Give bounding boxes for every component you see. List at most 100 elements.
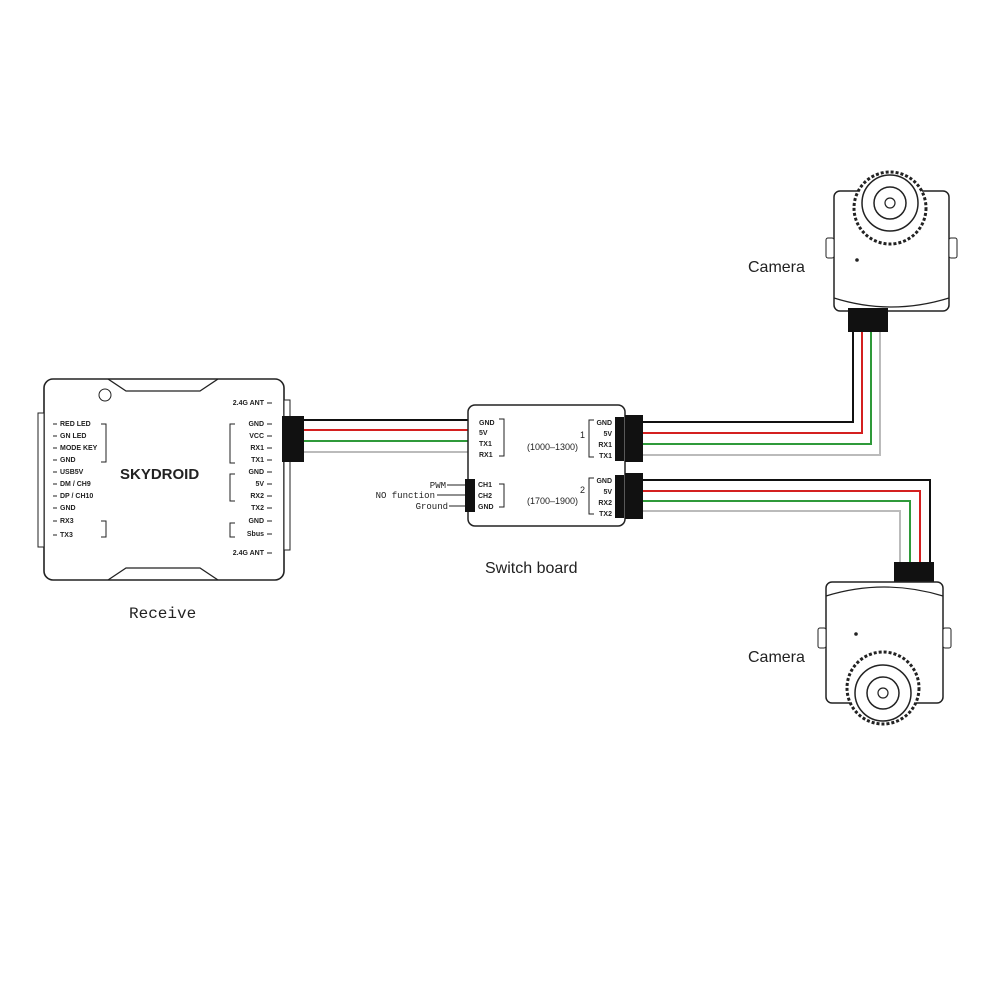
camera-led-dot: [855, 258, 859, 262]
pin-label: TX2: [599, 511, 612, 518]
pin-label: GND: [248, 469, 264, 476]
channel-2-number: 2: [580, 485, 585, 495]
pin-label: GND: [478, 504, 494, 511]
pin-label: 5V: [603, 489, 612, 496]
pin-label: Sbus: [247, 531, 264, 538]
receiver-bottom-ridge: [107, 567, 219, 581]
pin-label: DP / CH10: [60, 493, 93, 500]
ch-label: NO function: [376, 491, 435, 501]
switch-board: GND 5V TX1 RX1 CH1 CH2 GND PWM NO functi…: [376, 404, 643, 577]
output-2-pin-labels: GND 5V RX2 TX2: [596, 478, 612, 518]
camera-lens-center: [877, 687, 889, 699]
output-1-pin-labels: GND 5V RX1 TX1: [596, 420, 612, 460]
receiver-module: SKYDROID RED LED GN LED MODE KEY GND USB…: [37, 378, 304, 623]
receiver-right-pin-ticks: [267, 402, 272, 554]
camera-label: Camera: [748, 259, 805, 276]
switch-board-caption: Switch board: [485, 560, 578, 577]
pin-label: GND: [60, 457, 76, 464]
pin-label: MODE KEY: [60, 445, 98, 452]
pin-label: 2.4G ANT: [233, 550, 265, 557]
input-bracket: [499, 418, 505, 457]
switch-to-camera1-wires: [643, 330, 881, 456]
receiver-left-pins: [101, 423, 107, 538]
pin-label: TX2: [251, 505, 264, 512]
pin-label: TX3: [60, 532, 73, 539]
pin-label: RED LED: [60, 421, 91, 428]
pin-label: CH1: [478, 482, 492, 489]
output-1-connector: [625, 415, 643, 462]
wire-white: [643, 330, 881, 456]
channel-2-range: (1700–1900): [527, 496, 578, 506]
camera-top-edge: [825, 586, 944, 597]
pin-label: 5V: [255, 481, 264, 488]
pin-label: GND: [479, 420, 495, 427]
receiver-brand: SKYDROID: [120, 466, 199, 483]
ch-connector: [465, 479, 475, 512]
receiver-right-pin-labels: 2.4G ANT GND VCC RX1 TX1 GND 5V RX2 TX2 …: [233, 400, 265, 557]
ch-bracket: [499, 483, 505, 508]
side-tab-right: [283, 399, 291, 551]
pin-label: RX2: [598, 500, 612, 507]
pin-label: VCC: [249, 433, 264, 440]
output-2-bracket: [588, 477, 594, 515]
ch-leader-lines: [437, 484, 465, 507]
wire-green: [643, 500, 911, 564]
receiver-right-pins: [229, 423, 235, 538]
pin-label: RX1: [598, 442, 612, 449]
pin-label: RX2: [250, 493, 264, 500]
switch-to-camera2-wires: [643, 479, 931, 564]
pin-label: GND: [248, 518, 264, 525]
camera-bottom: Camera: [748, 562, 952, 726]
pin-label: GND: [60, 505, 76, 512]
camera-connector: [848, 308, 888, 332]
camera-side-knob-right: [948, 237, 958, 259]
camera-led-dot: [854, 632, 858, 636]
pin-label: TX1: [599, 453, 612, 460]
pin-label: USB5V: [60, 469, 84, 476]
pin-label: GND: [596, 478, 612, 485]
camera-label: Camera: [748, 649, 805, 666]
camera-top: Camera: [748, 170, 958, 332]
wire-white: [643, 510, 901, 564]
camera-lens-center: [884, 197, 896, 209]
ch-label: PWM: [430, 481, 446, 491]
pin-label: CH2: [478, 493, 492, 500]
pin-label: 5V: [603, 431, 612, 438]
wire-red: [643, 490, 921, 564]
output-2-connector: [625, 473, 643, 519]
camera-side-knob-left: [817, 627, 827, 649]
pin-label: TX1: [479, 441, 492, 448]
pin-label: GND: [248, 421, 264, 428]
pin-label: RX3: [60, 518, 74, 525]
pin-label: 2.4G ANT: [233, 400, 265, 407]
receiver-left-pin-ticks: [53, 423, 57, 536]
switch-input-pin-labels: GND 5V TX1 RX1: [479, 420, 495, 459]
pin-label: 5V: [479, 430, 488, 437]
ch-label: Ground: [416, 502, 448, 512]
receiver-caption: Receive: [129, 605, 196, 623]
camera-bottom-edge: [833, 297, 950, 308]
receiver-left-pin-labels: RED LED GN LED MODE KEY GND USB5V DM / C…: [60, 421, 98, 539]
pin-label: RX1: [250, 445, 264, 452]
mount-hole: [98, 388, 112, 402]
camera-side-knob-left: [825, 237, 835, 259]
wire-green: [643, 330, 872, 445]
receiver-connector: [282, 416, 304, 462]
receiver-to-switch-wires: [304, 419, 470, 453]
ch-pin-labels: CH1 CH2 GND: [478, 482, 494, 511]
camera-side-knob-right: [942, 627, 952, 649]
pin-label: DM / CH9: [60, 481, 91, 488]
pin-label: RX1: [479, 452, 493, 459]
output-1-bracket: [588, 419, 594, 458]
switch-board-body: [467, 404, 626, 527]
pin-label: GN LED: [60, 433, 86, 440]
pin-label: TX1: [251, 457, 264, 464]
side-tab-left: [37, 412, 45, 548]
channel-1-range: (1000–1300): [527, 442, 578, 452]
pin-label: GND: [596, 420, 612, 427]
wire-black: [643, 479, 931, 564]
ch-function-labels: PWM NO function Ground: [376, 481, 448, 512]
receiver-top-ridge: [107, 378, 219, 392]
channel-1-number: 1: [580, 430, 585, 440]
